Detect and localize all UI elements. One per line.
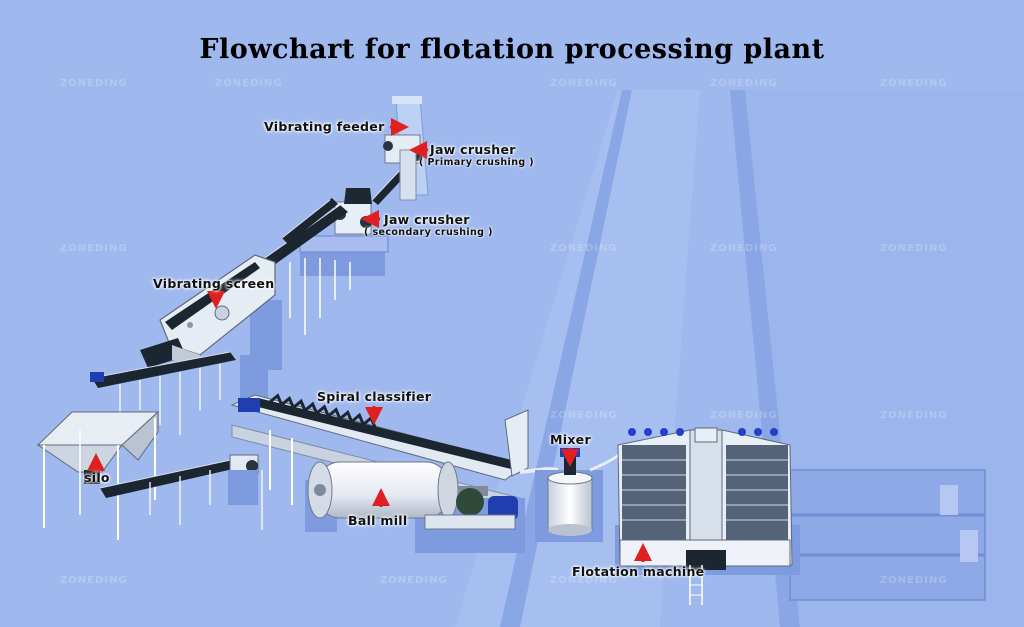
page-title: Flowchart for flotation processing plant [199,34,825,65]
label-spiral-classifier: Spiral classifier [317,389,432,404]
watermark: ZONEDING [550,243,618,254]
label-secondary-crushing: ( secondary crushing ) [364,227,493,238]
mill-feed-supports [149,470,263,530]
lower-supports [119,364,221,435]
indicator-arrows [87,118,652,562]
lower-conveyor [90,351,236,388]
label-vibrating-feeder: Vibrating feeder [264,119,385,134]
mixer [535,448,603,542]
watermark: ZONEDING [60,243,128,254]
label-jaw-crusher-primary: Jaw crusher [430,142,516,157]
watermark: ZONEDING [880,410,948,421]
ball-mill [305,461,525,553]
watermark: ZONEDING [880,243,948,254]
upper-supports [289,258,351,335]
watermark: ZONEDING [380,575,448,586]
watermark: ZONEDING [550,575,618,586]
watermark: ZONEDING [710,243,778,254]
label-silo: silo [84,470,110,485]
flotation-machine [615,427,800,605]
watermark: ZONEDING [880,575,948,586]
label-mixer: Mixer [550,432,591,447]
watermark: ZONEDING [550,410,618,421]
watermark: ZONEDING [710,410,778,421]
tailing-pools [789,469,986,601]
mill-feed-pillar [228,470,258,505]
label-ball-mill: Ball mill [348,513,408,528]
watermark: ZONEDING [550,78,618,89]
silo [36,410,160,540]
watermark: ZONEDING [60,78,128,89]
label-jaw-crusher-secondary: Jaw crusher [384,212,470,227]
upper-conveyor [261,198,348,268]
screen-pillar [240,355,268,400]
label-vibrating-screen: Vibrating screen [153,276,275,291]
label-flotation-machine: Flotation machine [572,564,705,579]
watermark: ZONEDING [215,78,283,89]
mill-feed-conveyor [99,454,259,498]
label-primary-crushing: ( Primary crushing ) [419,157,535,168]
secondary-crusher [299,188,389,276]
tower-conveyor [371,149,417,205]
screen-base [250,300,282,370]
watermark: ZONEDING [710,78,778,89]
watermark: ZONEDING [880,78,948,89]
slurry-pipe [519,467,559,474]
watermark: ZONEDING [60,575,128,586]
